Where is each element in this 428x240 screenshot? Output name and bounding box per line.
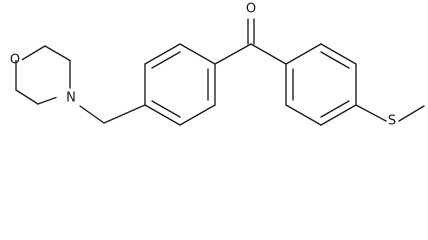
left-benzene-ring bbox=[144, 43, 216, 126]
bond bbox=[320, 104, 357, 126]
sulfur-label: S bbox=[388, 114, 396, 129]
ring-nitrogen-label: N bbox=[66, 91, 76, 106]
bond bbox=[355, 104, 387, 122]
bond bbox=[398, 105, 425, 122]
bond bbox=[15, 89, 39, 105]
bond bbox=[320, 43, 357, 65]
double-bond-inner bbox=[151, 51, 181, 69]
bond bbox=[285, 43, 322, 65]
bond bbox=[103, 104, 146, 124]
methylthio-group bbox=[355, 104, 425, 122]
double-bond-inner bbox=[151, 100, 181, 118]
ring-oxygen-label: O bbox=[10, 53, 20, 68]
bond bbox=[21, 45, 46, 61]
bond bbox=[44, 45, 71, 62]
carbonyl-group bbox=[214, 18, 287, 65]
double-bond-inner bbox=[320, 100, 350, 118]
double-bond-inner bbox=[320, 51, 350, 69]
morpholine-ring bbox=[15, 45, 71, 105]
bond bbox=[179, 43, 216, 65]
bond bbox=[250, 43, 287, 65]
bond bbox=[144, 104, 181, 126]
methylene-linker bbox=[79, 104, 146, 124]
bond bbox=[214, 43, 252, 65]
bond bbox=[179, 104, 216, 126]
carbonyl-oxygen-label: O bbox=[246, 2, 256, 17]
bond bbox=[144, 43, 181, 65]
bond bbox=[285, 104, 322, 126]
bond bbox=[79, 105, 105, 124]
bond bbox=[37, 96, 57, 105]
molecule-structure: O N O S bbox=[10, 2, 425, 129]
right-benzene-ring bbox=[285, 43, 357, 126]
